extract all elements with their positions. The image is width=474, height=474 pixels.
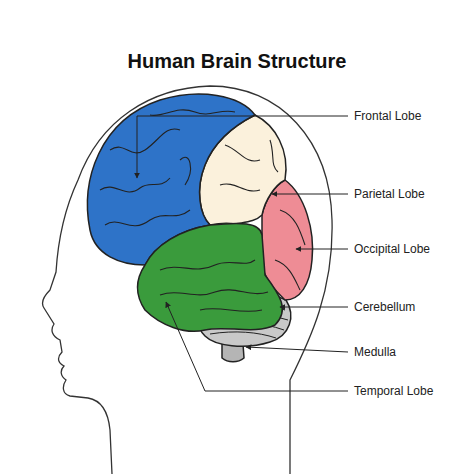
- gyri: [100, 110, 305, 312]
- leader-lines: [137, 116, 348, 391]
- temporal-lobe: [138, 223, 283, 331]
- part-label: Cerebellum: [354, 300, 415, 314]
- part-label: Temporal Lobe: [354, 384, 433, 398]
- part-label: Occipital Lobe: [354, 242, 430, 256]
- part-label: Medulla: [354, 345, 396, 359]
- head-outline: [42, 86, 332, 474]
- part-label: Parietal Lobe: [354, 187, 425, 201]
- part-label: Frontal Lobe: [354, 109, 421, 123]
- diagram-title: Human Brain Structure: [128, 50, 347, 73]
